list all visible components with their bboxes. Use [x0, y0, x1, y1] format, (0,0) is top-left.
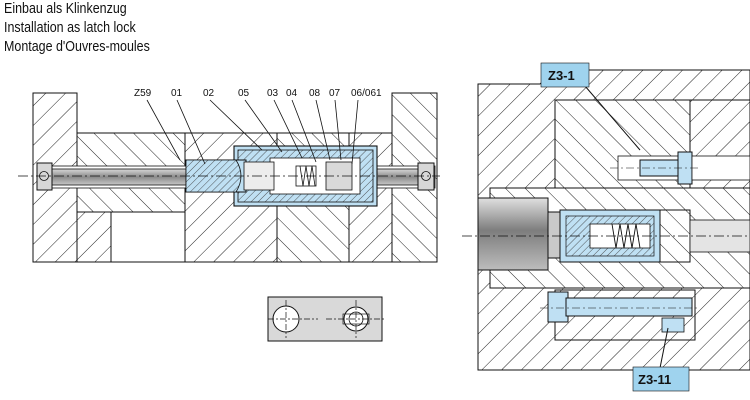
detail-view: Z3-1 Z3-11: [462, 62, 750, 392]
leader-07: [334, 99, 342, 161]
label-05: 05: [238, 88, 250, 99]
label-08: 08: [309, 88, 321, 99]
label-04: 04: [286, 88, 298, 99]
screw-head-right: [417, 162, 435, 191]
title-french: Montage d'Ouvres-moules: [4, 39, 150, 55]
latch-top-view: [267, 296, 384, 342]
leader-05: [244, 99, 283, 153]
leader-01: [176, 99, 206, 165]
leader-z3-11: [659, 327, 669, 369]
title-block: Einbau als Klinkenzug Installation as la…: [4, 0, 174, 57]
lower-dowel-pin: [661, 317, 685, 333]
title-german: Einbau als Klinkenzug: [4, 1, 127, 17]
label-z59: Z59: [134, 88, 152, 99]
latch-lock-section-view: Z59 01 02 05 03 04 08 07 06/061: [18, 88, 440, 263]
title-english: Installation as latch lock: [4, 20, 136, 36]
callout-z3-11-box: [632, 366, 690, 392]
leader-z59: [146, 99, 181, 161]
rod-head-left: [36, 162, 53, 191]
callout-z3-1-box: [540, 62, 590, 88]
label-06-061: 06/061: [351, 88, 382, 99]
leader-03: [273, 99, 303, 159]
latch-bolt-head: [185, 159, 242, 193]
detail-latch-rod: [477, 197, 549, 271]
leader-04: [291, 99, 317, 163]
left-plate-cavity: [110, 211, 186, 263]
label-02: 02: [203, 88, 215, 99]
label-01: 01: [171, 88, 183, 99]
lower-screw-head: [547, 291, 569, 323]
leader-z3-1: [584, 85, 641, 151]
leader-02: [209, 99, 263, 151]
lower-screw-z3-11: [565, 297, 693, 317]
label-07: 07: [329, 88, 341, 99]
upper-counterbore: [691, 155, 750, 181]
callout-z3-1: Z3-1: [548, 68, 575, 83]
callout-z3-11: Z3-11: [638, 372, 671, 387]
left-plate-insert: [76, 211, 112, 263]
tension-rod: [49, 168, 191, 186]
leader-06: [351, 99, 359, 165]
label-03: 03: [267, 88, 279, 99]
leader-08: [315, 99, 331, 161]
